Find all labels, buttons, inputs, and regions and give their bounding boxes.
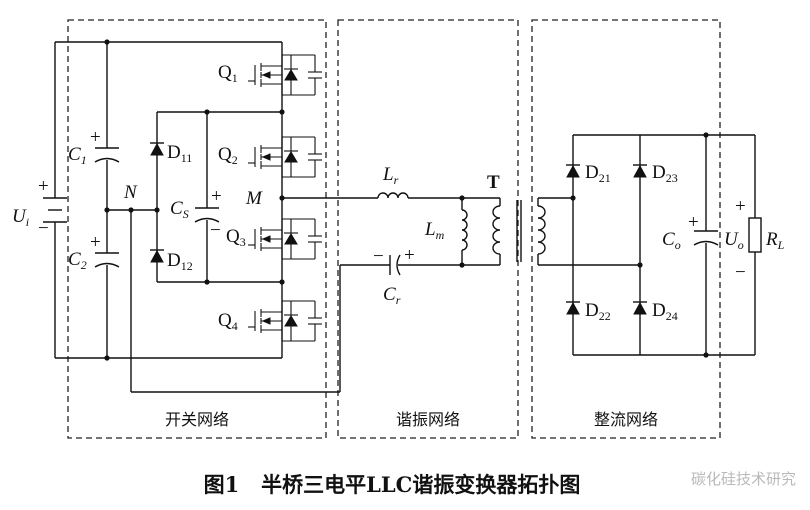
junction-dot xyxy=(279,279,285,285)
section-label-rectifier: 整流网络 xyxy=(594,410,658,429)
section-label-resonant: 谐振网络 xyxy=(396,410,460,429)
capacitor-c1 xyxy=(94,147,120,163)
label-cs: CS xyxy=(170,198,189,221)
junction-dot xyxy=(204,109,210,115)
capacitor-cs xyxy=(194,207,220,223)
label-q1: Q1 xyxy=(218,62,238,85)
minus-sign: − xyxy=(38,218,49,239)
diode-d24 xyxy=(633,301,647,315)
junction-dot xyxy=(104,355,110,361)
rectifier-network-box xyxy=(531,19,721,439)
diode-d23 xyxy=(633,164,647,178)
diode-d11 xyxy=(150,142,164,156)
mosfet-q3 xyxy=(248,218,322,260)
label-lm: Lm xyxy=(424,219,445,242)
mosfet-q2 xyxy=(248,136,322,178)
minus-sign: − xyxy=(210,220,221,241)
label-node-n: N xyxy=(123,182,138,203)
plus-sign: + xyxy=(211,186,222,207)
junction-dot xyxy=(637,262,643,268)
label-cr: Cr xyxy=(383,284,401,307)
junction-dot xyxy=(104,207,110,213)
junction-dot xyxy=(459,262,465,268)
plus-sign: + xyxy=(735,196,746,217)
plus-sign: + xyxy=(90,127,101,148)
label-uo: Uo xyxy=(724,229,744,252)
label-d12: D12 xyxy=(167,250,193,273)
switch-network-wiring xyxy=(54,41,378,393)
label-ui: Ui xyxy=(12,206,29,229)
label-q4: Q4 xyxy=(218,310,238,333)
label-c2: C2 xyxy=(68,249,87,272)
label-q2: Q2 xyxy=(218,144,238,167)
switch-network-box xyxy=(67,19,327,439)
plus-sign: + xyxy=(688,212,699,233)
label-d23: D23 xyxy=(652,162,678,185)
junction-dot xyxy=(570,195,576,201)
section-label-switch: 开关网络 xyxy=(165,410,229,429)
source-ui xyxy=(43,197,67,223)
watermark-text: 碳化硅技术研究 xyxy=(691,470,796,488)
label-q3: Q3 xyxy=(226,226,246,249)
junction-dot xyxy=(459,195,465,201)
resonant-network-wiring xyxy=(340,192,640,276)
diode-d22 xyxy=(566,301,580,315)
label-d24: D24 xyxy=(652,300,678,323)
junction-dot xyxy=(204,279,210,285)
label-rl: RL xyxy=(765,229,785,252)
diode-d21 xyxy=(566,164,580,178)
minus-sign: − xyxy=(735,262,746,283)
mosfet-q4 xyxy=(248,300,322,342)
junction-dot xyxy=(279,195,285,201)
plus-sign: + xyxy=(404,245,415,266)
label-node-m: M xyxy=(245,188,263,209)
mosfet-q1 xyxy=(248,54,322,96)
label-c1: C1 xyxy=(68,144,87,167)
junction-dot xyxy=(154,207,160,213)
resonant-network-box xyxy=(337,19,519,439)
label-lr: Lr xyxy=(382,164,399,187)
plus-sign: + xyxy=(90,232,101,253)
mosfet-group xyxy=(248,54,322,342)
junction-dot xyxy=(104,39,110,45)
minus-sign: − xyxy=(373,246,384,267)
junction-dot xyxy=(703,352,709,358)
label-d22: D22 xyxy=(585,300,611,323)
capacitor-c2 xyxy=(94,252,120,268)
figure-caption: 图1 半桥三电平LLC谐振变换器拓扑图 xyxy=(204,472,581,497)
junction-dot xyxy=(128,207,134,213)
junction-dot xyxy=(279,109,285,115)
plus-sign: + xyxy=(38,176,49,197)
label-d21: D21 xyxy=(585,162,611,185)
label-d11: D11 xyxy=(167,142,192,165)
label-co: Co xyxy=(662,229,681,252)
diode-d12 xyxy=(150,249,164,263)
junction-dot xyxy=(703,132,709,138)
label-transformer-t: T xyxy=(487,172,500,193)
